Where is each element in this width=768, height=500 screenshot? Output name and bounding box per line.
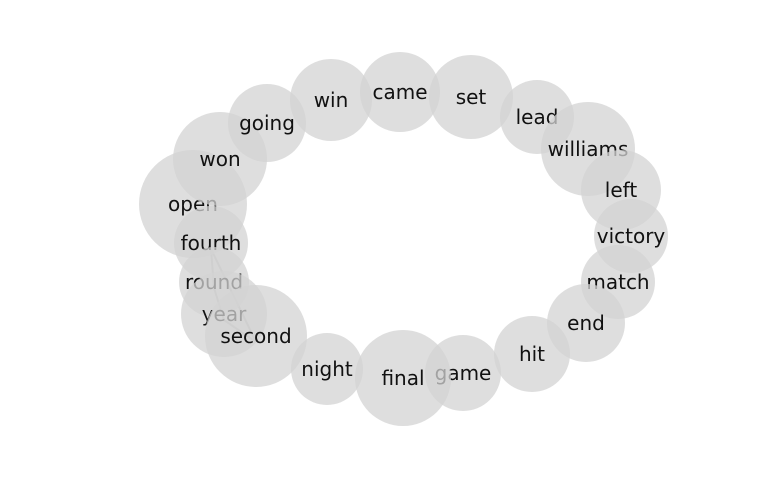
word-node-going: going xyxy=(228,84,306,162)
word-label-win: win xyxy=(314,88,349,112)
word-bubble-came xyxy=(360,52,440,132)
word-label-won: won xyxy=(199,147,240,171)
word-node-second: second xyxy=(205,285,307,387)
word-label-hit: hit xyxy=(519,342,545,366)
word-label-left: left xyxy=(605,178,638,202)
node-layer: openfourthroundyearsecondwongoingwincame… xyxy=(139,52,668,426)
word-bubble-going xyxy=(228,84,306,162)
word-label-came: came xyxy=(372,80,427,104)
word-label-going: going xyxy=(239,111,295,135)
word-label-night: night xyxy=(301,357,353,381)
word-node-night: night xyxy=(291,333,363,405)
word-node-came: came xyxy=(360,52,440,132)
word-bubble-final xyxy=(355,330,451,426)
word-label-victory: victory xyxy=(597,224,666,248)
word-label-end: end xyxy=(567,311,605,335)
word-node-final: final xyxy=(355,330,451,426)
word-bubble-win xyxy=(290,59,372,141)
word-node-hit: hit xyxy=(494,316,570,392)
word-bubble-night xyxy=(291,333,363,405)
word-bubble-hit xyxy=(494,316,570,392)
word-label-set: set xyxy=(456,85,487,109)
word-node-set: set xyxy=(429,55,513,139)
word-bubble-second xyxy=(205,285,307,387)
word-label-final: final xyxy=(381,366,424,390)
word-bubble-set xyxy=(429,55,513,139)
word-label-second: second xyxy=(220,324,291,348)
word-node-win: win xyxy=(290,59,372,141)
